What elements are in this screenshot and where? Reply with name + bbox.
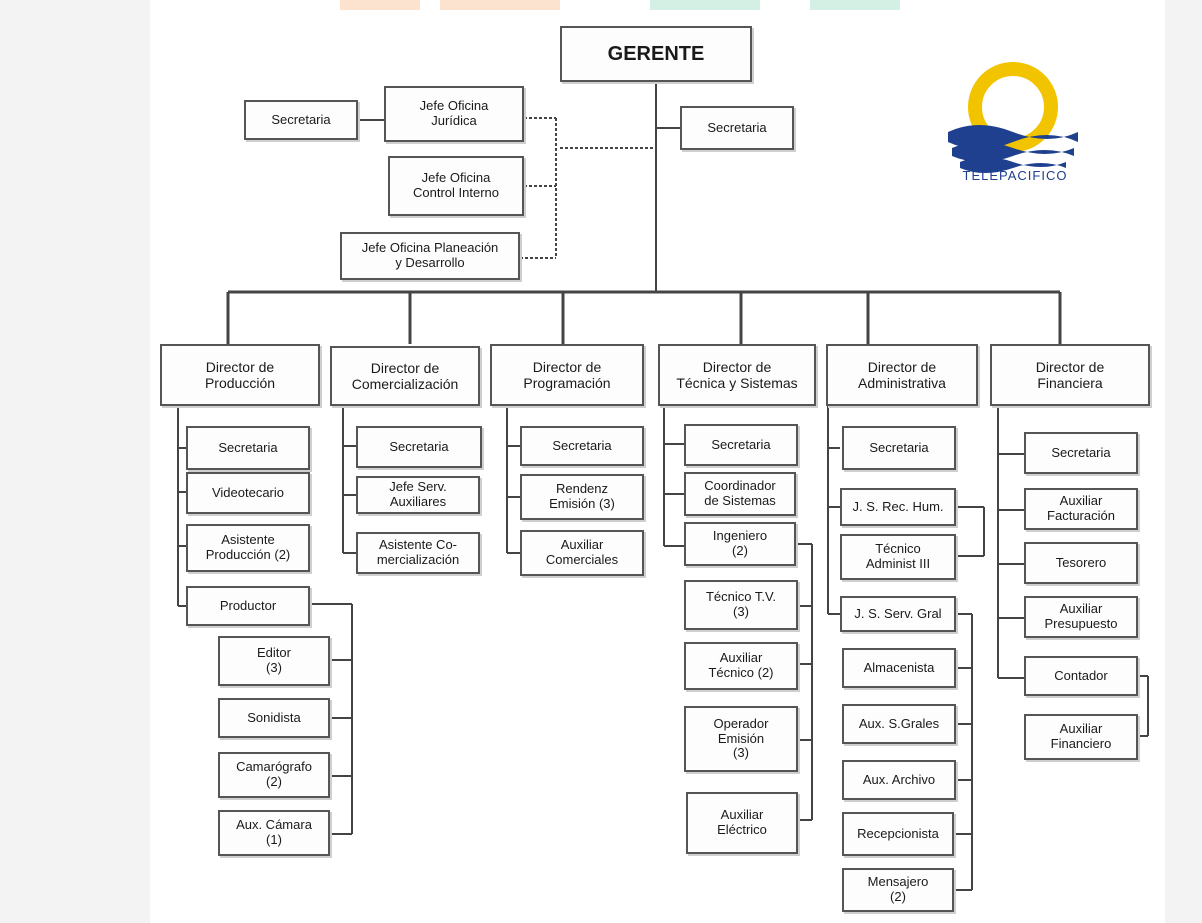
programacion-auxiliar-box: Auxiliar Comerciales [520, 530, 644, 576]
tecnica-coordinador-box: Coordinador de Sistemas [684, 472, 796, 516]
administrativa-secretaria-box: Secretaria [842, 426, 956, 470]
produccion-camarografo-box: Camarógrafo (2) [218, 752, 330, 798]
tecnica-ingeniero-box: Ingeniero (2) [684, 522, 796, 566]
financiera-presupuesto-box: Auxiliar Presupuesto [1024, 596, 1138, 638]
administrativa-recepcionista-box: Recepcionista [842, 812, 954, 856]
financiera-contador-box: Contador [1024, 656, 1138, 696]
sun-over-waves-icon [948, 62, 1078, 173]
financiera-tesorero-box: Tesorero [1024, 542, 1138, 584]
produccion-productor-box: Productor [186, 586, 310, 626]
tecnica-auxiliar-tecnico-box: Auxiliar Técnico (2) [684, 642, 798, 690]
logo-text: TELEPACIFICO [962, 168, 1068, 183]
right-margin [1165, 0, 1202, 923]
comercializacion-jefe-serv-box: Jefe Serv. Auxiliares [356, 476, 480, 514]
director-tecnica-box: Director de Técnica y Sistemas [658, 344, 816, 406]
gerente-secretaria-box: Secretaria [680, 106, 794, 150]
administrativa-almacenista-box: Almacenista [842, 648, 956, 688]
director-programacion-box: Director de Programación [490, 344, 644, 406]
top-decoration [440, 0, 560, 10]
comercializacion-asistente-box: Asistente Co- mercialización [356, 532, 480, 574]
tecnica-tecnico-tv-box: Técnico T.V. (3) [684, 580, 798, 630]
produccion-sonidista-box: Sonidista [218, 698, 330, 738]
financiera-secretaria-box: Secretaria [1024, 432, 1138, 474]
top-decoration [340, 0, 420, 10]
tecnica-operador-emision-box: Operador Emisión (3) [684, 706, 798, 772]
telepacifico-logo [948, 62, 1078, 173]
director-administrativa-box: Director de Administrativa [826, 344, 978, 406]
director-comercializacion-box: Director de Comercialización [330, 346, 480, 406]
director-financiera-box: Director de Financiera [990, 344, 1150, 406]
secretaria-juridica-box: Secretaria [244, 100, 358, 140]
gerente-box: GERENTE [560, 26, 752, 82]
jefe-oficina-planeacion-box: Jefe Oficina Planeación y Desarrollo [340, 232, 520, 280]
comercializacion-secretaria-box: Secretaria [356, 426, 482, 468]
financiera-auxiliar-financiero-box: Auxiliar Financiero [1024, 714, 1138, 760]
produccion-videotecario-box: Videotecario [186, 472, 310, 514]
top-decoration [810, 0, 900, 10]
produccion-asistente-box: Asistente Producción (2) [186, 524, 310, 572]
administrativa-rec-hum-box: J. S. Rec. Hum. [840, 488, 956, 526]
tecnica-auxiliar-electrico-box: Auxiliar Eléctrico [686, 792, 798, 854]
produccion-editor-box: Editor (3) [218, 636, 330, 686]
director-produccion-box: Director de Producción [160, 344, 320, 406]
administrativa-tecnico-box: Técnico Administ III [840, 534, 956, 580]
financiera-facturacion-box: Auxiliar Facturación [1024, 488, 1138, 530]
produccion-aux-camara-box: Aux. Cámara (1) [218, 810, 330, 856]
administrativa-aux-archivo-box: Aux. Archivo [842, 760, 956, 800]
top-decoration [650, 0, 760, 10]
administrativa-aux-sgrales-box: Aux. S.Grales [842, 704, 956, 744]
jefe-oficina-juridica-box: Jefe Oficina Jurídica [384, 86, 524, 142]
jefe-oficina-control-box: Jefe Oficina Control Interno [388, 156, 524, 216]
produccion-secretaria-box: Secretaria [186, 426, 310, 470]
administrativa-serv-gral-box: J. S. Serv. Gral [840, 596, 956, 632]
administrativa-mensajero-box: Mensajero (2) [842, 868, 954, 912]
programacion-secretaria-box: Secretaria [520, 426, 644, 466]
programacion-rendenz-box: Rendenz Emisión (3) [520, 474, 644, 520]
tecnica-secretaria-box: Secretaria [684, 424, 798, 466]
left-margin [0, 0, 150, 923]
